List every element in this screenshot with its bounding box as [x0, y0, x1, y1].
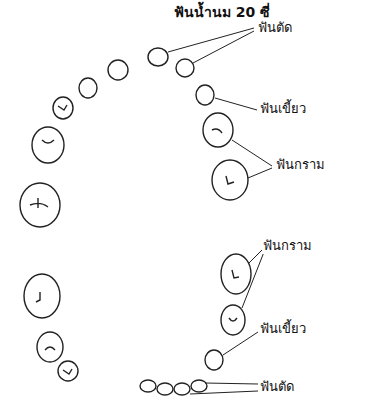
- tooth-label: ฟันกราม: [275, 157, 326, 173]
- tooth-label: ฟันตัด: [259, 379, 295, 395]
- tooth-label: ฟันเขี้ยว: [259, 321, 307, 337]
- diagram-title: ฟันน้ำนม 20 ซี่: [173, 4, 271, 21]
- tooth-label: ฟันตัด: [257, 20, 293, 36]
- tooth-label: ฟันเขี้ยว: [259, 101, 307, 117]
- tooth-label: ฟันกราม: [262, 238, 313, 254]
- leader-lines: [168, 28, 272, 394]
